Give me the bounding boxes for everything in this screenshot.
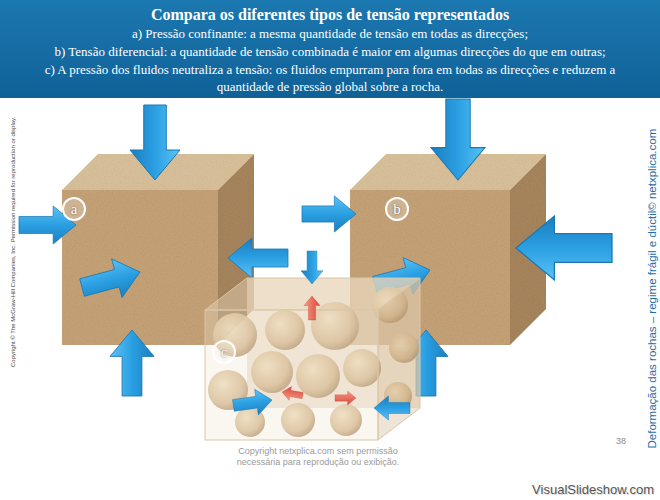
stress-arrow (302, 196, 356, 232)
site-watermark: VisualSlideshow.com (532, 482, 654, 497)
copyright-note: Copyright © The McGraw-Hill Companies, I… (9, 117, 17, 367)
panel-letter: b (387, 199, 407, 219)
panel-letter: c (214, 342, 234, 362)
statement-line: b) Tensão diferencial: a quantidade de t… (5, 43, 655, 60)
statement-line: c) A pressão dos fluidos neutraliza a te… (25, 61, 635, 95)
slide-title: Compara os diferentes tipos de tensão re… (0, 5, 660, 24)
cube-front (205, 310, 378, 440)
stress-arrow (516, 216, 612, 280)
fluid-arrow (304, 296, 320, 320)
stress-arrow (77, 253, 145, 307)
statement-line-holder: c) A pressão dos fluidos neutraliza a te… (25, 61, 635, 95)
stress-arrows (232, 251, 410, 420)
fluid-arrow (335, 391, 356, 405)
stress-arrow (110, 330, 154, 396)
site-watermark-holder: VisualSlideshow.com (532, 482, 654, 497)
porous-rock-cube (205, 278, 420, 440)
statement-line-holder: a) Pressão confinante: a mesma quantidad… (5, 25, 655, 42)
cube-front (62, 190, 218, 345)
fluid-arrow (281, 385, 304, 402)
label-circle: c (212, 340, 236, 364)
side-caption: Deformação das rochas – regime frágil e … (645, 129, 659, 449)
watermark-note: Copyright netxplica.com sem permissão ne… (226, 446, 410, 468)
title-holder: Compara os diferentes tipos de tensão re… (0, 5, 660, 24)
stress-arrow (301, 251, 323, 284)
stress-arrow (232, 387, 274, 418)
side-caption-holder: Deformação das rochas – regime frágil e … (642, 128, 660, 449)
fluid-pressure-arrows (281, 296, 356, 405)
statement-line-holder: b) Tensão diferencial: a quantidade de t… (5, 43, 655, 60)
page-number: 38 (596, 436, 626, 446)
stress-arrow (130, 105, 180, 180)
copyright-note-holder: Copyright © The McGraw-Hill Companies, I… (1, 115, 19, 367)
label-circle: a (62, 197, 86, 221)
stress-arrow (431, 99, 485, 180)
statement-line: a) Pressão confinante: a mesma quantidad… (5, 25, 655, 42)
watermark-note-holder: Copyright netxplica.com sem permissão ne… (226, 446, 410, 468)
stress-arrow (228, 238, 288, 278)
page-number-holder: 38 (596, 436, 626, 446)
label-circle: b (385, 197, 409, 221)
panel-letter: a (64, 199, 84, 219)
stress-arrow (374, 396, 410, 420)
